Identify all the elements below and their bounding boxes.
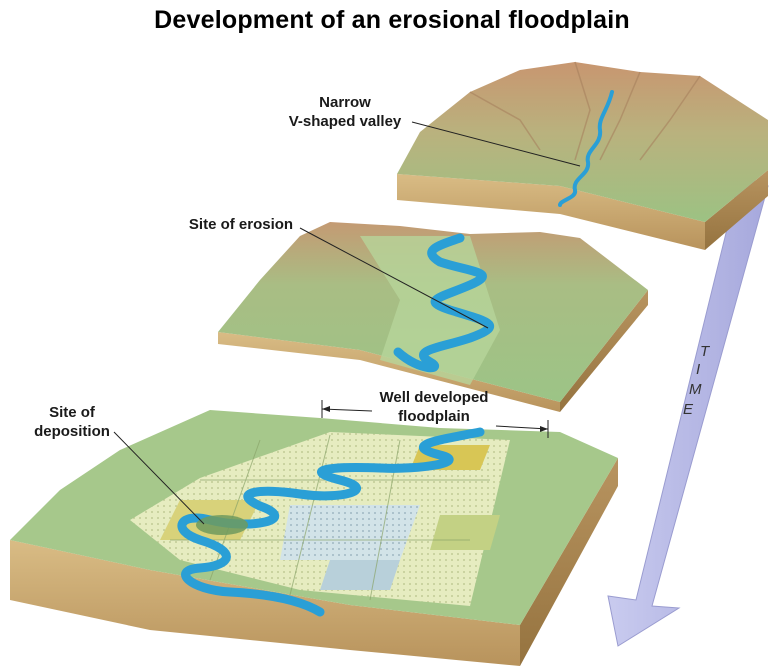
block3-side-face — [520, 458, 618, 666]
block3-front-face — [10, 540, 520, 666]
block1-front-face — [397, 174, 705, 250]
block1-side-face — [705, 170, 768, 250]
label-erosion-text: Site of erosion — [189, 216, 293, 233]
deposition-patch — [196, 515, 248, 535]
block-erosion — [218, 222, 648, 412]
time-arrow-shape — [607, 175, 769, 647]
label-narrow-line2: V-shaped valley — [289, 113, 402, 130]
label-deposition-line1: Site of — [49, 404, 96, 421]
label-site-of-erosion: Site of erosion — [189, 216, 489, 329]
time-letter-t: T — [700, 343, 711, 360]
time-arrow: T I M E — [607, 175, 769, 647]
block1-river — [558, 90, 614, 207]
label-site-of-deposition: Site of deposition — [34, 404, 205, 525]
block2-river — [393, 233, 495, 373]
block-narrow-valley — [397, 61, 768, 250]
leader-site-of-erosion — [299, 227, 489, 329]
leader-narrow-valley — [411, 121, 581, 167]
diagram-title: Development of an erosional floodplain — [154, 6, 630, 34]
block2-front-face — [218, 332, 560, 412]
label-deposition-line2: deposition — [34, 423, 110, 440]
block2-side-face — [560, 290, 648, 412]
label-floodplain-line2: floodplain — [398, 408, 470, 425]
label-well-developed-floodplain: Well developed floodplain — [321, 389, 549, 438]
block3-river — [177, 427, 485, 617]
block1-terrain — [397, 62, 768, 222]
time-letter-e: E — [683, 401, 694, 418]
block-floodplain — [10, 410, 618, 666]
leader-site-of-deposition — [113, 431, 205, 525]
label-narrow-line1: Narrow — [319, 94, 371, 111]
time-letter-m: M — [689, 381, 702, 398]
time-letter-i: I — [696, 361, 700, 378]
label-floodplain-line1: Well developed — [380, 389, 489, 406]
label-narrow-valley: Narrow V-shaped valley — [289, 94, 581, 167]
